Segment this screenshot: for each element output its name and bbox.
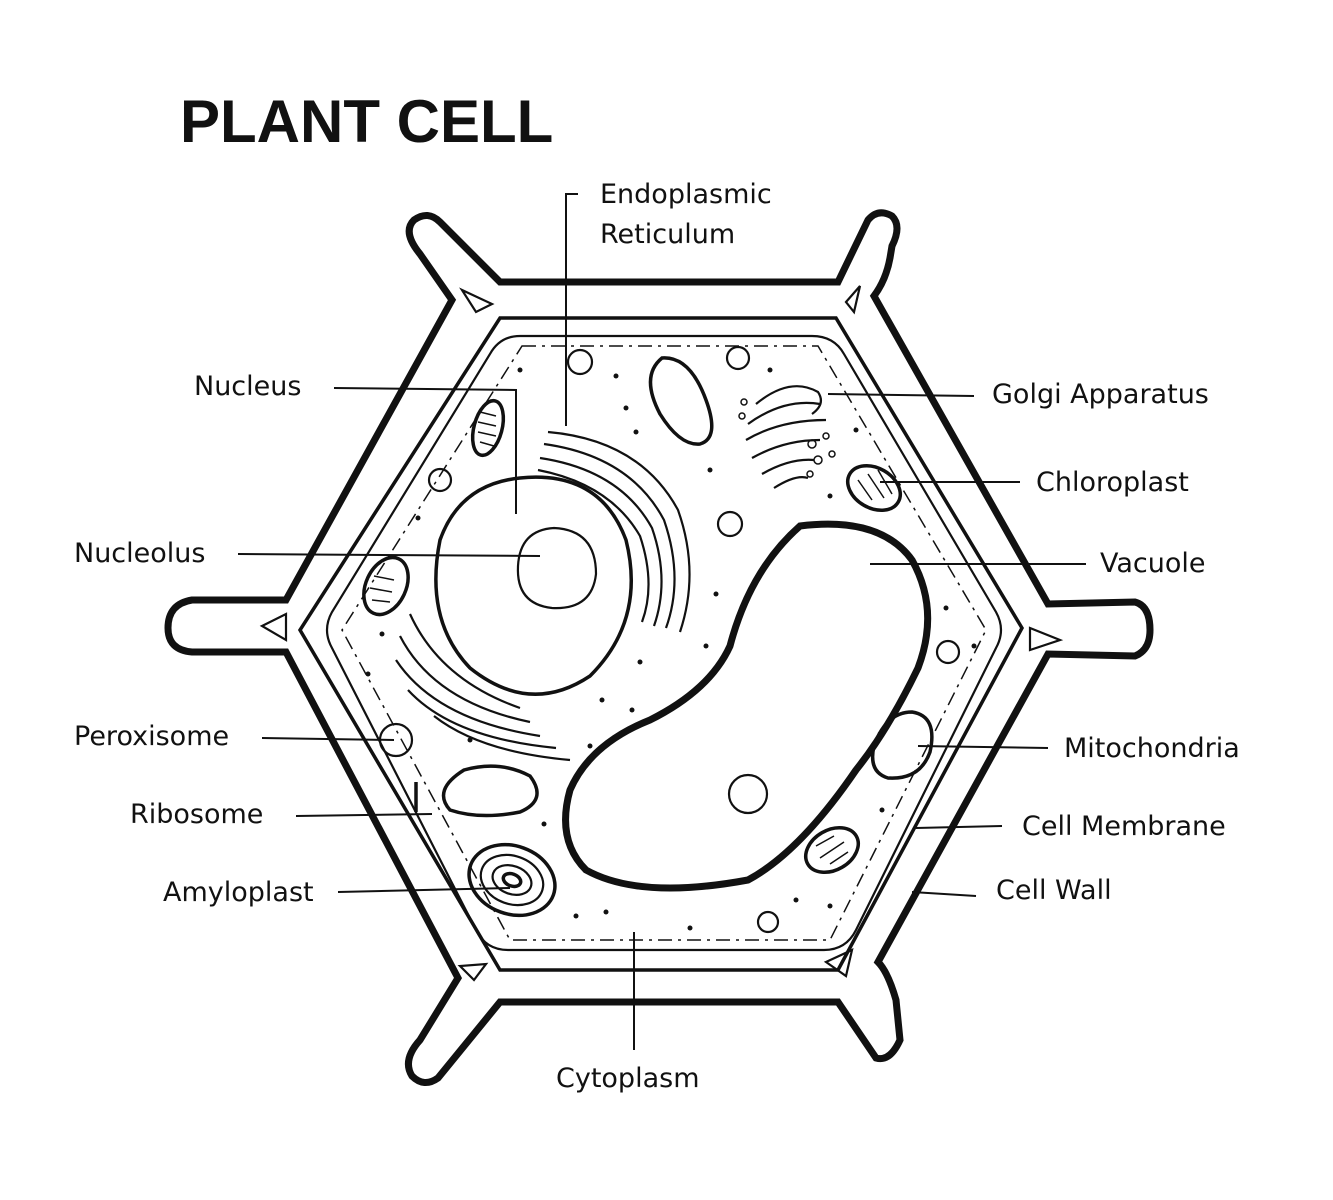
leader-cell-wall xyxy=(911,891,977,897)
wall-corner-top-right xyxy=(844,285,862,315)
leader-nucleus xyxy=(333,387,517,514)
vesicle xyxy=(727,773,769,815)
label-endoplasmic-reticulum-2: Reticulum xyxy=(600,219,736,250)
diagram-title: PLANT CELL xyxy=(180,88,554,155)
chloroplast-4 xyxy=(804,825,860,875)
leader-ribosome xyxy=(295,813,433,817)
vesicle xyxy=(716,510,744,538)
chloroplast-2 xyxy=(846,463,902,513)
label-peroxisome: Peroxisome xyxy=(74,721,230,752)
vacuole xyxy=(562,520,932,892)
cell-membrane-dashed xyxy=(341,345,987,941)
wall-corner-right xyxy=(1028,626,1064,652)
label-cell-membrane: Cell Membrane xyxy=(1022,811,1226,842)
cell-membrane xyxy=(325,334,1003,952)
label-nucleolus: Nucleolus xyxy=(74,538,206,569)
label-ribosome: Ribosome xyxy=(130,799,264,830)
label-vacuole: Vacuole xyxy=(1100,548,1206,579)
leader-amyloplast xyxy=(337,887,511,893)
leader-er xyxy=(565,193,578,426)
mitochondrion-1 xyxy=(648,356,714,446)
chloroplast-3 xyxy=(362,555,410,617)
leader-lines xyxy=(237,193,1086,1050)
cytoplasm-dots xyxy=(365,367,977,931)
chloroplast-1 xyxy=(470,398,506,458)
label-cell-wall: Cell Wall xyxy=(996,875,1112,906)
mitochondrion-2 xyxy=(870,710,934,780)
nucleolus xyxy=(516,526,598,610)
endoplasmic-reticulum xyxy=(395,430,691,762)
leader-nucleolus xyxy=(237,553,541,557)
vesicle xyxy=(935,639,961,665)
label-cytoplasm: Cytoplasm xyxy=(556,1063,700,1094)
label-golgi-apparatus: Golgi Apparatus xyxy=(992,379,1209,410)
golgi-apparatus xyxy=(738,385,836,489)
nucleus xyxy=(434,475,633,696)
vesicle xyxy=(756,910,780,934)
wall-corner-bottom-left xyxy=(457,962,489,982)
leader-golgi xyxy=(827,393,975,397)
label-mitochondria: Mitochondria xyxy=(1064,733,1240,764)
label-amyloplast: Amyloplast xyxy=(163,877,314,908)
cell-wall-outer xyxy=(164,209,1154,1086)
mitochondrion-3 xyxy=(441,764,539,818)
leader-cell-membrane xyxy=(915,825,1003,829)
label-chloroplast: Chloroplast xyxy=(1036,467,1189,498)
leader-mitochondria xyxy=(917,745,1049,749)
wall-corner-top-left xyxy=(459,287,495,314)
amyloplast xyxy=(467,842,557,918)
wall-corner-bottom-right xyxy=(823,948,854,978)
vesicle xyxy=(725,345,751,371)
leader-peroxisome xyxy=(261,737,395,741)
vesicle xyxy=(566,348,594,376)
vesicle xyxy=(427,467,453,493)
wall-corner-left xyxy=(259,612,288,642)
label-nucleus: Nucleus xyxy=(194,371,302,402)
label-endoplasmic-reticulum-1: Endoplasmic xyxy=(600,179,772,210)
